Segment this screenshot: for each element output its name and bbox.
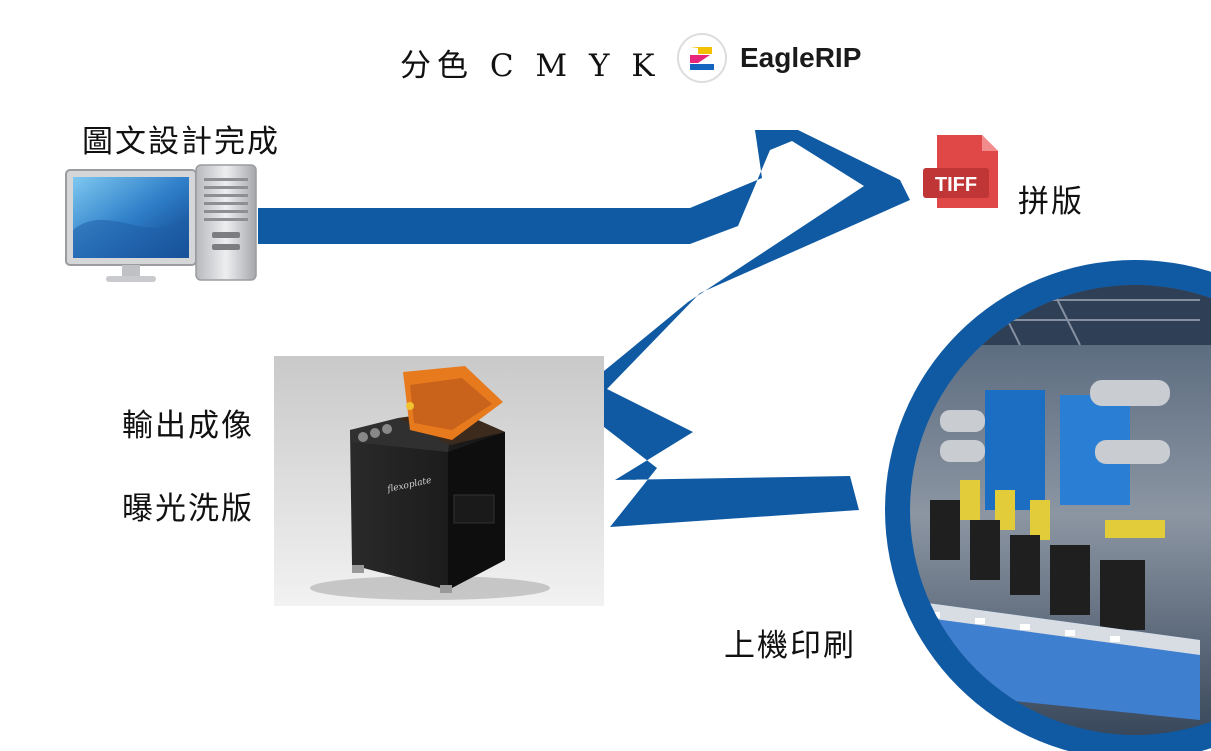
flow-arrow	[258, 130, 910, 527]
brand-name: EagleRIP	[740, 42, 862, 73]
label-imposition: 拼版	[1018, 184, 1084, 220]
label-design-complete: 圖文設計完成	[82, 124, 280, 160]
plate-maker-image: flexoplate	[274, 356, 604, 606]
eaglerip-logo: EagleRIP	[676, 32, 861, 84]
eaglerip-logo-icon	[677, 33, 727, 83]
tiff-file-icon: TIFF	[923, 135, 998, 208]
label-separation-cmyk: 分色 C M Y K	[400, 48, 661, 84]
desktop-computer-icon	[65, 164, 257, 282]
printing-press-image	[885, 260, 1211, 751]
tiff-badge-text: TIFF	[935, 174, 977, 196]
label-output-imaging: 輸出成像	[122, 408, 254, 444]
flow-arrow-shape	[258, 130, 910, 527]
label-expose-wash: 曝光洗版	[122, 491, 254, 527]
label-on-press: 上機印刷	[724, 628, 856, 664]
